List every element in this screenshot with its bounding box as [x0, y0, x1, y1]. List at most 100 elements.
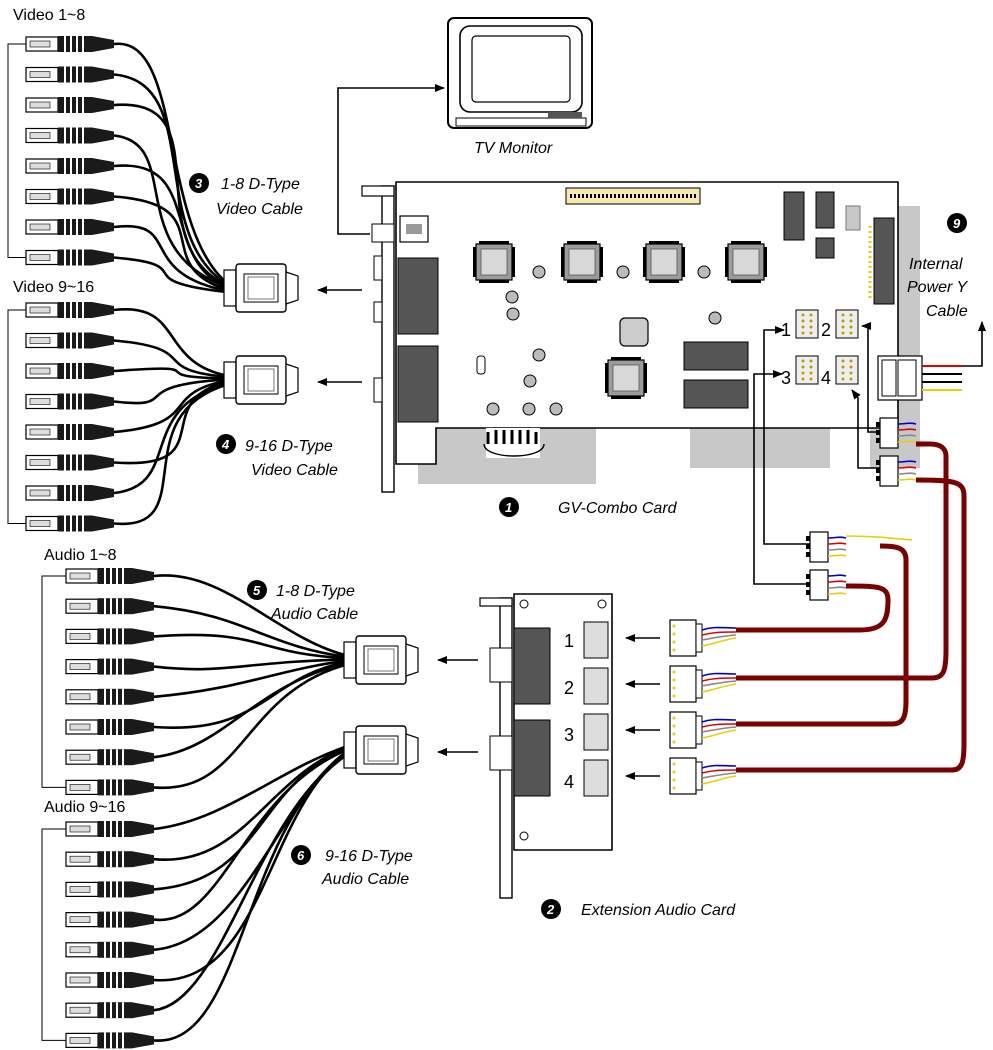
audio-card-connector-1-label: 1	[564, 631, 574, 651]
audio-1-8-bnc-group	[41, 567, 349, 797]
video-1-8-bracket-line	[7, 43, 26, 258]
tv-monitor-icon	[447, 17, 593, 129]
video-9-16-bnc-connector	[25, 423, 115, 441]
audio-9-16-wire	[153, 748, 349, 921]
audio-1-8-wire	[153, 661, 349, 759]
badge-6-number: 6	[297, 848, 305, 863]
audio-plug-4	[669, 757, 737, 795]
video-9-16-wire	[113, 381, 229, 495]
audio-9-16-bnc-connector	[65, 820, 155, 838]
combo-connector-4-label: 4	[821, 368, 831, 388]
middle-plug-lower	[805, 569, 847, 601]
audio-cable-9-16-line1: 9-16 D-Type	[325, 848, 413, 865]
audio-1-8-wire	[153, 633, 349, 660]
tv-monitor-arrow	[337, 84, 445, 235]
audio-plug-3	[669, 711, 737, 749]
audio-1-8-bnc-connector	[65, 688, 155, 706]
audio-card-connector-2-label: 2	[564, 678, 574, 698]
ribbon-cables	[736, 441, 967, 773]
audio-9-16-dsub-connector	[343, 725, 419, 775]
video-9-16-bracket-line	[7, 309, 26, 524]
audio-1-8-bnc-connector	[65, 748, 155, 766]
badge-2-number: 2	[546, 902, 555, 917]
combo-plug-arrow-4	[851, 389, 880, 469]
combo-plug-arrow-2	[861, 322, 880, 433]
video-9-16-bnc-group	[7, 301, 229, 533]
video-9-16-wire	[113, 378, 229, 405]
audio-9-16-bnc-connector	[65, 880, 155, 899]
video-cable-9-16-line1: 9-16 D-Type	[245, 438, 333, 455]
badge-9-number: 9	[953, 216, 961, 231]
audio-9-16-wire	[153, 745, 349, 861]
audio-cable-1-8-line1: 1-8 D-Type	[276, 583, 355, 600]
video-9-16-wire	[113, 307, 229, 378]
audio-1-8-bnc-connector	[65, 627, 155, 646]
audio-plug-2	[669, 665, 737, 703]
combo-connector-3-label: 3	[781, 368, 791, 388]
audio-9-16-bnc-group	[41, 744, 349, 1050]
video-1-8-label: Video 1~8	[13, 7, 85, 24]
combo-plug-lower	[875, 455, 917, 487]
middle-plug-arrow-3	[753, 370, 810, 585]
badge-1-number: 1	[505, 500, 512, 515]
video-9-16-bnc-connector	[25, 453, 115, 472]
audio-9-16-bnc-connector	[65, 971, 155, 989]
video-9-16-bnc-connector	[25, 484, 115, 502]
video-cable-1-8-line1: 1-8 D-Type	[221, 176, 300, 193]
video-1-8-bnc-connector	[25, 35, 115, 53]
extension-audio-card	[479, 593, 613, 899]
video-1-8-bnc-connector	[25, 187, 115, 206]
audio-9-16-wire	[153, 753, 349, 1042]
audio-9-16-bnc-connector	[65, 941, 155, 959]
video-9-16-wire	[113, 379, 229, 434]
video-9-16-wire	[113, 339, 229, 379]
middle-plug-arrow-1	[763, 326, 810, 545]
badge-3-number: 3	[195, 176, 203, 191]
video-9-16-bnc-connector	[25, 301, 115, 319]
combo-connector-2-label: 2	[821, 320, 831, 340]
audio-9-16-bnc-connector	[65, 850, 155, 868]
video-1-8-bnc-connector	[25, 248, 115, 267]
video-1-8-wire	[113, 224, 229, 293]
video-1-8-bnc-connector	[25, 157, 115, 175]
extension-audio-card-label: Extension Audio Card	[581, 902, 736, 919]
video-1-8-wire	[113, 73, 229, 287]
power-cable-arrow	[962, 321, 986, 367]
gv-combo-card-label: GV-Combo Card	[558, 500, 678, 517]
audio-plug-1	[669, 619, 737, 657]
audio-1-8-label: Audio 1~8	[44, 547, 117, 564]
tv-monitor-label: TV Monitor	[474, 140, 553, 157]
middle-plug-upper	[805, 531, 847, 563]
audio-1-8-dsub-connector	[343, 635, 419, 685]
video-1-8-bnc-group	[7, 35, 229, 294]
video-9-16-bnc-connector	[25, 392, 115, 411]
audio-9-16-label: Audio 9~16	[44, 799, 126, 816]
video-1-8-wire	[113, 164, 229, 290]
audio-1-8-bracket-line	[41, 575, 66, 788]
audio-card-connector-4-label: 4	[564, 772, 574, 792]
video-1-8-bnc-connector	[25, 65, 115, 84]
audio-9-16-wire	[153, 751, 349, 1012]
video-9-16-bnc-connector	[25, 331, 115, 350]
video-9-16-label: Video 9~16	[13, 279, 94, 296]
audio-cable-1-8-line2: Audio Cable	[270, 606, 358, 623]
video-9-16-wire	[113, 367, 229, 380]
audio-9-16-bnc-connector	[65, 910, 155, 929]
audio-1-8-wire	[153, 574, 349, 658]
combo-connector-1-label: 1	[781, 320, 791, 340]
audio-1-8-bnc-connector	[65, 718, 155, 736]
video-9-16-dsub-connector	[223, 355, 299, 405]
video-9-16-bnc-connector	[25, 362, 115, 380]
audio-1-8-wire	[153, 658, 349, 671]
audio-card-connector-3-label: 3	[564, 725, 574, 745]
badge-5-number: 5	[253, 583, 261, 598]
audio-1-8-bnc-connector	[65, 567, 155, 585]
bnc-cable-groups	[7, 35, 349, 1050]
gv-combo-card	[361, 181, 962, 493]
video-9-16-wire	[113, 382, 229, 526]
video-cable-1-8-line2: Video Cable	[216, 201, 303, 218]
video-cable-9-16-line2: Video Cable	[251, 462, 338, 479]
audio-9-16-wire	[153, 744, 349, 831]
video-1-8-bnc-connector	[25, 218, 115, 236]
